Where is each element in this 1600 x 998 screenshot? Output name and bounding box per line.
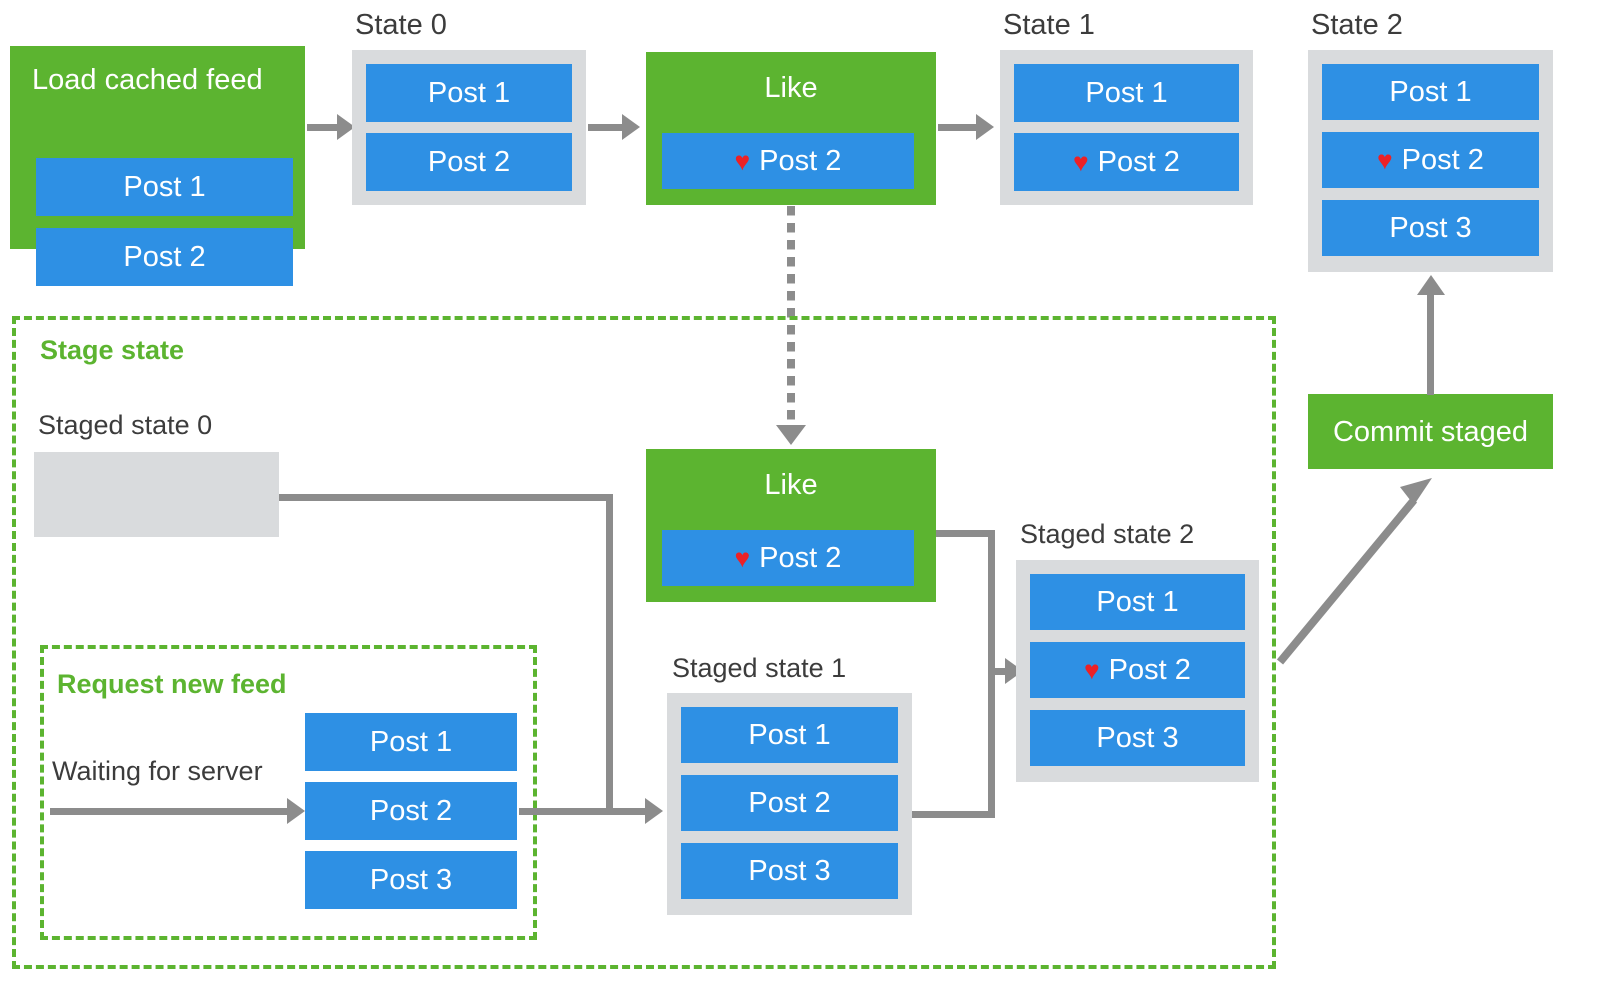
node-like-top[interactable]: Like ♥ Post 2 (646, 52, 936, 205)
post-item[interactable]: Post 3 (1322, 200, 1539, 256)
state-0-label: State 0 (355, 9, 447, 41)
post-item[interactable]: Post 1 (681, 707, 898, 763)
post-item[interactable]: Post 1 (1322, 64, 1539, 120)
arrowhead-state0-to-like (622, 114, 640, 140)
post-item[interactable]: ♥ Post 2 (662, 530, 914, 586)
arrowhead-like-to-state1 (976, 114, 994, 140)
group-stage-state-title: Stage state (40, 335, 185, 365)
node-like-bottom[interactable]: Like ♥ Post 2 (646, 449, 936, 602)
connector-newfeed-to-staged1 (519, 808, 645, 815)
node-staged-state-1[interactable]: Post 1 Post 2 Post 3 (667, 693, 912, 915)
waiting-for-server-label: Waiting for server (52, 756, 263, 786)
connector-junction-to-staged2 (988, 668, 1013, 675)
arrowhead-waiting-arrow (287, 798, 305, 824)
node-state-2[interactable]: Post 1 ♥ Post 2 Post 3 (1308, 50, 1553, 272)
group-request-new-feed (40, 645, 537, 940)
post-item[interactable]: Post 1 (1030, 574, 1245, 630)
arrowhead-load-to-state0 (337, 114, 355, 140)
state-1-label: State 1 (1003, 9, 1095, 41)
heart-icon: ♥ (1084, 655, 1100, 685)
post-item[interactable]: ♥ Post 2 (1322, 132, 1539, 188)
connector-staged0-right (279, 494, 613, 501)
group-stage-state (12, 316, 1276, 969)
post-item[interactable]: Post 2 (681, 775, 898, 831)
post-item[interactable]: Post 3 (305, 851, 517, 909)
heart-icon: ♥ (734, 543, 751, 573)
heart-icon: ♥ (734, 146, 751, 176)
post-item[interactable]: Post 1 (36, 158, 293, 216)
post-label: Post 2 (759, 144, 842, 177)
arrowhead-newfeed-to-staged1 (645, 798, 663, 824)
node-staged-state-0[interactable] (34, 452, 279, 537)
heart-icon: ♥ (1377, 145, 1393, 175)
post-label: Post 2 (1097, 145, 1180, 178)
post-item[interactable]: ♥ Post 2 (1014, 133, 1239, 191)
arrowhead-commit-to-state2 (1417, 275, 1445, 295)
post-item[interactable]: Post 1 (1014, 64, 1239, 122)
node-staged-state-2[interactable]: Post 1 ♥ Post 2 Post 3 (1016, 560, 1259, 782)
connector-staged1-right (912, 811, 995, 818)
node-commit-staged[interactable]: Commit staged (1308, 394, 1553, 469)
connector-waiting-arrow (50, 808, 287, 815)
connector-commit-to-state2 (1427, 295, 1434, 395)
post-item[interactable]: Post 3 (681, 843, 898, 899)
commit-staged-title: Commit staged (1332, 416, 1528, 448)
load-cached-feed-title: Load cached feed (32, 64, 263, 96)
like-top-title: Like (764, 72, 818, 104)
connector-state0-to-like (588, 124, 622, 131)
node-state-1[interactable]: Post 1 ♥ Post 2 (1000, 50, 1253, 205)
post-item[interactable]: ♥ Post 2 (662, 133, 914, 189)
post-label: Post 2 (1108, 653, 1191, 686)
post-item[interactable]: Post 3 (1030, 710, 1245, 766)
node-state-0[interactable]: Post 1 Post 2 (352, 50, 586, 205)
heart-icon: ♥ (1073, 147, 1089, 177)
post-item[interactable]: Post 2 (305, 782, 517, 840)
post-item[interactable]: Post 1 (305, 713, 517, 771)
post-label: Post 2 (759, 541, 842, 574)
staged-state-2-label: Staged state 2 (1020, 519, 1195, 549)
staged-state-1-label: Staged state 1 (672, 653, 847, 683)
post-label: Post 2 (1401, 143, 1484, 176)
node-load-cached-feed[interactable]: Load cached feed Post 1 Post 2 (10, 46, 305, 286)
connector-load-to-state0 (307, 124, 337, 131)
like-bottom-title: Like (764, 469, 818, 501)
connector-like-to-state1 (938, 124, 976, 131)
post-item[interactable]: Post 2 (366, 133, 572, 191)
arrowhead-like-to-like (776, 425, 806, 445)
post-item[interactable]: ♥ Post 2 (1030, 642, 1245, 698)
staged-state-0-label: Staged state 0 (38, 410, 213, 440)
group-request-new-feed-title: Request new feed (57, 669, 287, 699)
state-2-label: State 2 (1311, 9, 1403, 41)
post-item[interactable]: Post 1 (366, 64, 572, 122)
connector-likebottom-right (936, 530, 995, 537)
connector-staged0-down (606, 494, 613, 813)
post-item[interactable]: Post 2 (36, 228, 293, 286)
